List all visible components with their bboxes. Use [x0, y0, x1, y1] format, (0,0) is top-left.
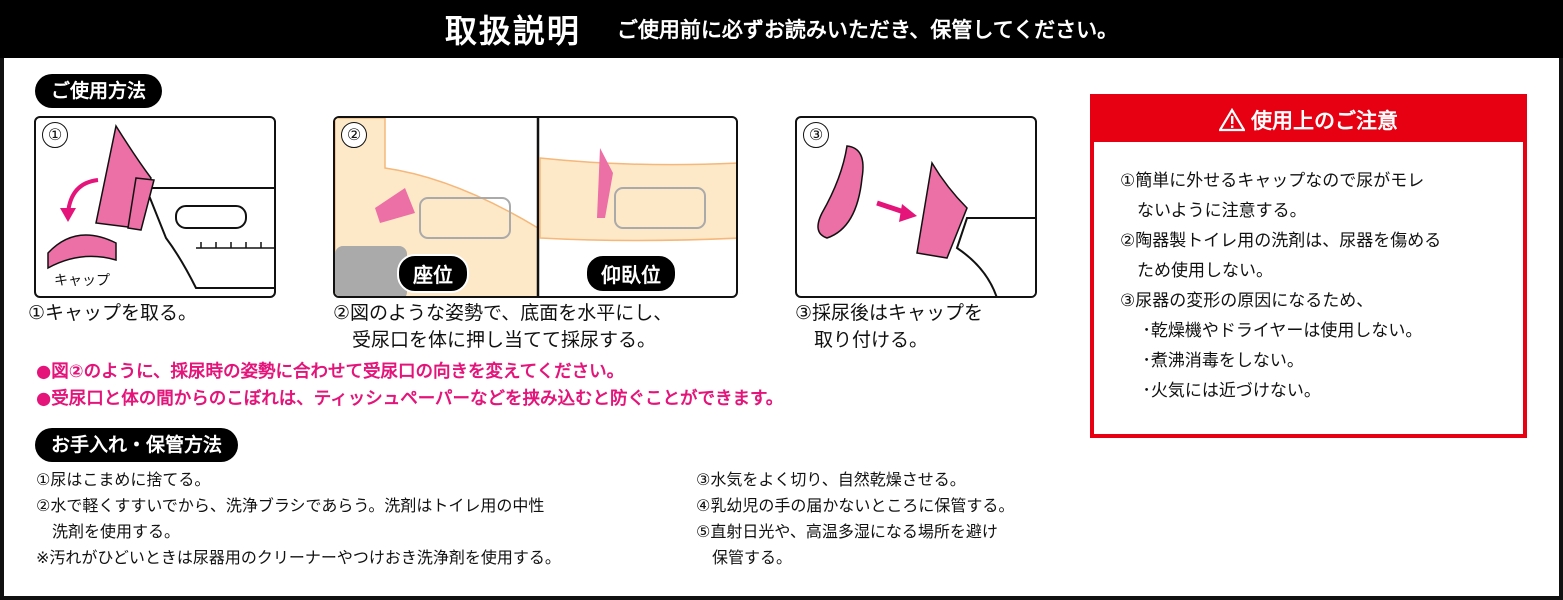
care-list-right: ③水気をよく切り、自然乾燥させる。 ④乳幼児の手の届かないところに保管する。 ⑤…	[696, 470, 1015, 567]
caution-body: ①簡単に外せるキャップなので尿がモレ ないように注意する。 ②陶器製トイレ用の洗…	[1120, 171, 1442, 401]
care-section-label: お手入れ・保管方法	[35, 428, 239, 462]
cap-label: キャップ	[54, 273, 110, 289]
header: 取扱説明 ご使用前に必ずお読みいただき、保管してください。	[0, 0, 1563, 58]
page-subtitle: ご使用前に必ずお読みいただき、保管してください。	[616, 18, 1119, 42]
page-title: 取扱説明	[444, 12, 581, 50]
usage-section-label: ご使用方法	[35, 74, 163, 108]
posture-tag-sitting: 座位	[397, 254, 469, 293]
caution-title: 使用上のご注意	[1251, 109, 1398, 133]
step-1-caption: ①キャップを取る。	[28, 302, 198, 324]
step-number: ③	[803, 122, 829, 148]
step-2-caption: ②図のような姿勢で、底面を水平にし、 受尿口を体に押し当てて採尿する。	[333, 302, 673, 351]
usage-note-1: ●図②のように、採尿時の姿勢に合わせて受尿口の向きを変えてください。	[36, 362, 625, 382]
step-number: ①	[42, 122, 68, 148]
warning-icon	[1219, 108, 1245, 132]
step-2-illustration: ② 座位 仰臥位	[333, 116, 738, 298]
step-1-illustration: ① キャップ	[34, 116, 276, 298]
posture-tag-supine: 仰臥位	[585, 254, 677, 293]
care-list-left: ①尿はこまめに捨てる。 ②水で軽くすすいでから、洗浄ブラシであらう。洗剤はトイレ…	[36, 470, 561, 567]
step-number: ②	[341, 122, 367, 148]
attach-cap-illustration	[817, 145, 1035, 296]
caution-box: 使用上のご注意 ①簡単に外せるキャップなので尿がモレ ないように注意する。 ②陶…	[1090, 94, 1527, 438]
usage-note-2: ●受尿口と体の間からのこぼれは、ティッシュペーパーなどを挟み込むと防ぐことができ…	[36, 389, 784, 409]
step-3-caption: ③採尿後はキャップを 取り付ける。	[795, 302, 984, 351]
posture-illustration	[335, 118, 736, 296]
urinal-cap-illustration	[47, 124, 274, 289]
caution-header: 使用上のご注意	[1094, 98, 1523, 142]
step-3-illustration: ③	[795, 116, 1037, 298]
